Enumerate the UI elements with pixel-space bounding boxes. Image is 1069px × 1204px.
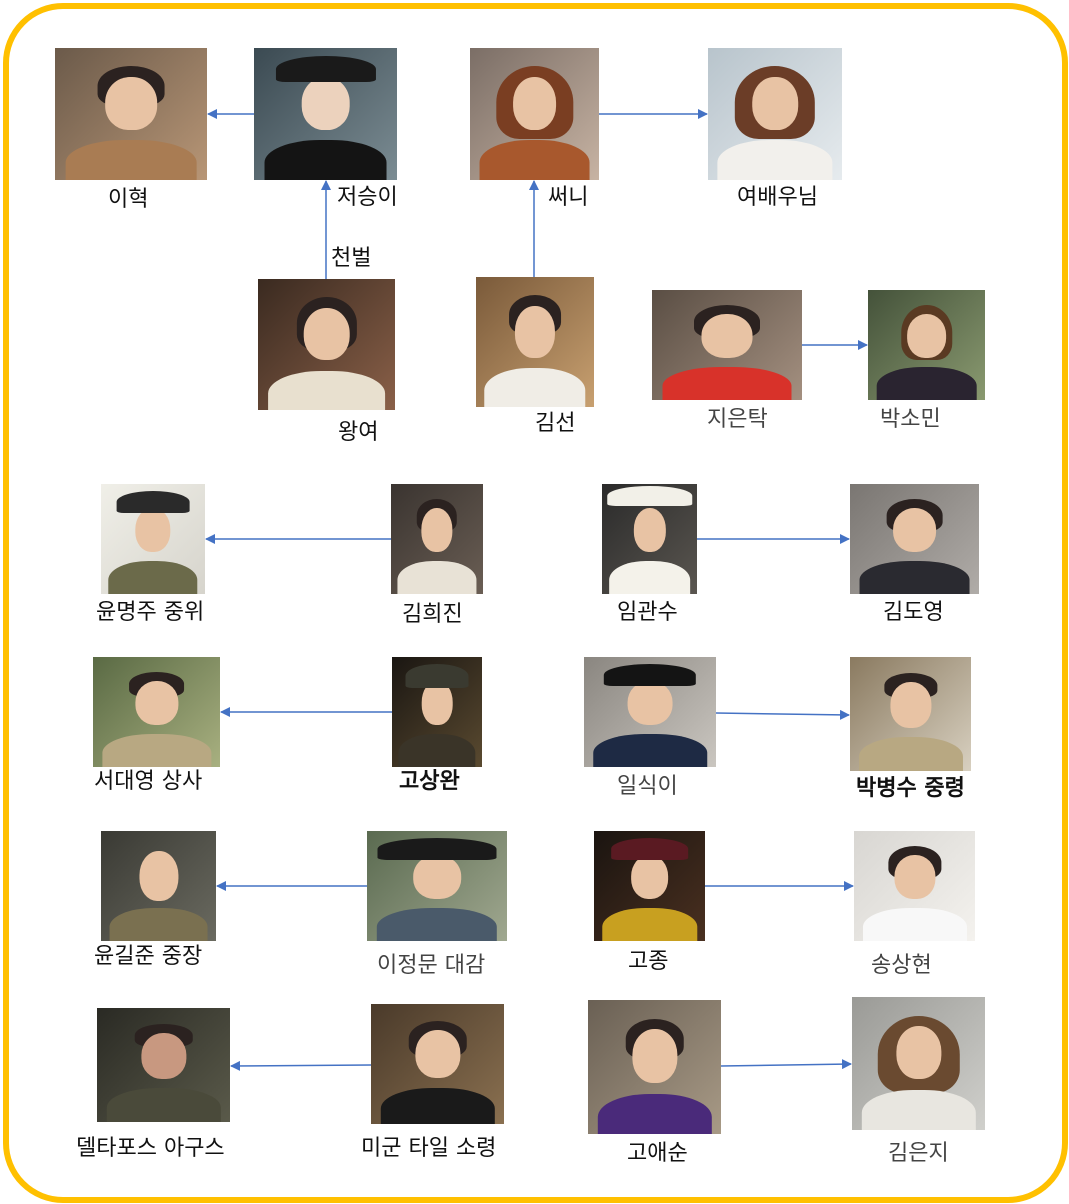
photo-p07: [652, 290, 802, 400]
photo-p13: [93, 657, 220, 767]
photo-p16: [850, 657, 971, 771]
label-p22: 미군 타일 소령: [361, 1136, 497, 1161]
label-p11: 임관수: [617, 600, 678, 625]
label-p24: 김은지: [888, 1141, 949, 1166]
label-p13: 서대영 상사: [94, 769, 203, 794]
label-p20: 송상현: [871, 953, 932, 978]
label-p05: 왕여: [338, 420, 379, 445]
photo-p18: [367, 831, 507, 941]
photo-p19: [594, 831, 705, 941]
photo-p02: [254, 48, 397, 180]
label-p19: 고종: [628, 949, 669, 974]
label-p01: 이혁: [108, 187, 149, 212]
label-p06: 김선: [535, 411, 576, 436]
photo-p17: [101, 831, 216, 941]
photo-p20: [854, 831, 975, 941]
label-p02: 저승이: [337, 185, 398, 210]
label-p12: 김도영: [883, 600, 944, 625]
photo-p12: [850, 484, 979, 594]
label-p23: 고애순: [627, 1141, 688, 1166]
photo-p24: [852, 997, 985, 1130]
photo-p15: [584, 657, 716, 767]
photo-p06: [476, 277, 594, 407]
photo-p21: [97, 1008, 230, 1122]
photo-p14: [392, 657, 482, 767]
edge-label-punishment: 천벌: [331, 246, 372, 271]
label-p09: 윤명주 중위: [96, 600, 205, 625]
photo-p08: [868, 290, 985, 400]
photo-p04: [708, 48, 842, 180]
label-p10: 김희진: [402, 602, 463, 627]
photo-p23: [588, 1000, 721, 1134]
label-p21: 델타포스 아구스: [76, 1136, 225, 1161]
photo-p05: [258, 279, 395, 410]
label-p18: 이정문 대감: [377, 953, 486, 978]
photo-p03: [470, 48, 599, 180]
label-p03: 써니: [548, 185, 589, 210]
label-p17: 윤길준 중장: [94, 944, 203, 969]
label-p07: 지은탁: [707, 407, 768, 432]
label-p08: 박소민: [880, 407, 941, 432]
label-p14: 고상완: [399, 769, 460, 794]
photo-p11: [602, 484, 697, 594]
photo-p10: [391, 484, 483, 594]
label-p16: 박병수 중령: [856, 776, 965, 801]
photo-p01: [55, 48, 207, 180]
photo-p09: [101, 484, 205, 594]
label-p15: 일식이: [617, 774, 678, 799]
label-p04: 여배우님: [737, 185, 818, 210]
photo-p22: [371, 1004, 504, 1124]
